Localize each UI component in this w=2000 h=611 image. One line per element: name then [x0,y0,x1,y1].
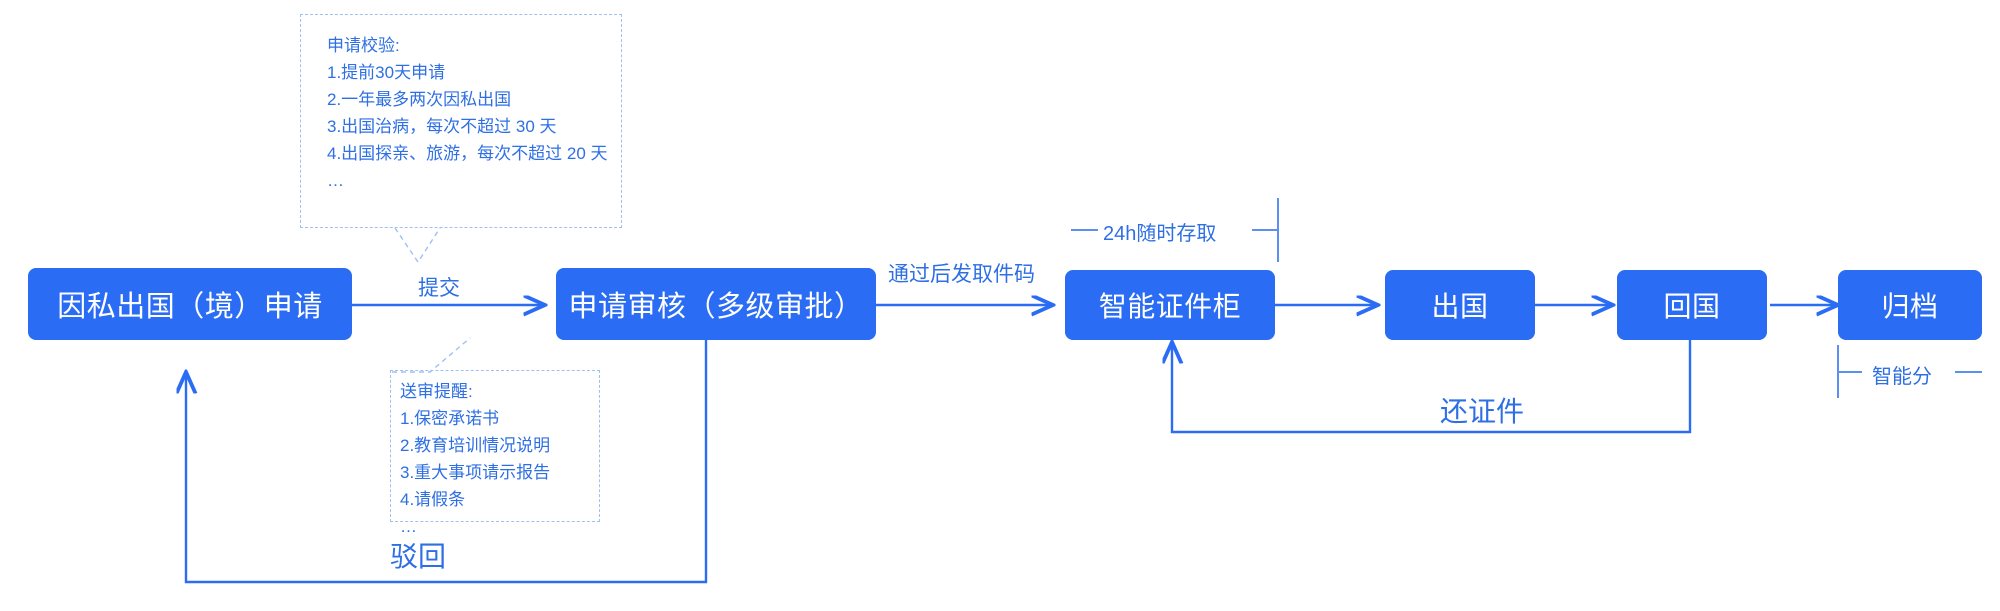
edge-label-reject: 驳回 [390,541,447,572]
callout-top-heading: 申请校验: [327,36,400,55]
callout-top-item-1: 1.提前30天申请 [327,63,446,82]
callout-bottom-item-2: 2.教育培训情况说明 [400,436,551,455]
callout-bottom-item-4: 4.请假条 [400,490,466,509]
edge-label-pass-code: 通过后发取件码 [888,263,1035,286]
node-abroad[interactable]: 出国 [1385,270,1535,340]
callout-application-rules-text: 申请校验: 1.提前30天申请 2.一年最多两次因私出国 3.出国治病，每次不超… [327,32,608,194]
node-return-label: 回国 [1663,291,1721,322]
bracket-label-cabinet-availability: 24h随时存取 [1103,223,1217,245]
callout-top-item-5: … [327,171,344,190]
callout-submission-reminders-text: 送审提醒: 1.保密承诺书 2.教育培训情况说明 3.重大事项请示报告 4.请假… [400,378,550,540]
edge-label-return-doc: 还证件 [1440,396,1525,427]
node-smart-cabinet-label: 智能证件柜 [1098,291,1242,322]
callout-bottom-item-5: … [400,517,417,536]
node-apply-label: 因私出国（境）申请 [57,291,323,323]
callout-submission-reminders [390,370,600,522]
node-return[interactable]: 回国 [1617,270,1767,340]
node-apply[interactable]: 因私出国（境）申请 [28,268,352,340]
callout-bottom-heading: 送审提醒: [400,382,473,401]
callout-bottom-item-3: 3.重大事项请示报告 [400,463,551,482]
node-smart-cabinet[interactable]: 智能证件柜 [1065,270,1275,340]
node-review[interactable]: 申请审核（多级审批） [556,268,876,340]
node-review-label: 申请审核（多级审批） [568,291,864,323]
callout-bottom-item-1: 1.保密承诺书 [400,409,500,428]
callout-top-item-2: 2.一年最多两次因私出国 [327,90,512,109]
callout-application-rules [300,14,622,228]
edge-label-submit: 提交 [418,277,460,300]
callout-top-item-3: 3.出国治病，每次不超过 30 天 [327,117,557,136]
node-archive[interactable]: 归档 [1838,270,1982,340]
callout-top-item-4: 4.出国探亲、旅游，每次不超过 20 天 [327,144,608,163]
node-abroad-label: 出国 [1431,291,1489,322]
bracket-label-archive-smart: 智能分 [1872,366,1932,388]
node-archive-label: 归档 [1881,291,1939,322]
